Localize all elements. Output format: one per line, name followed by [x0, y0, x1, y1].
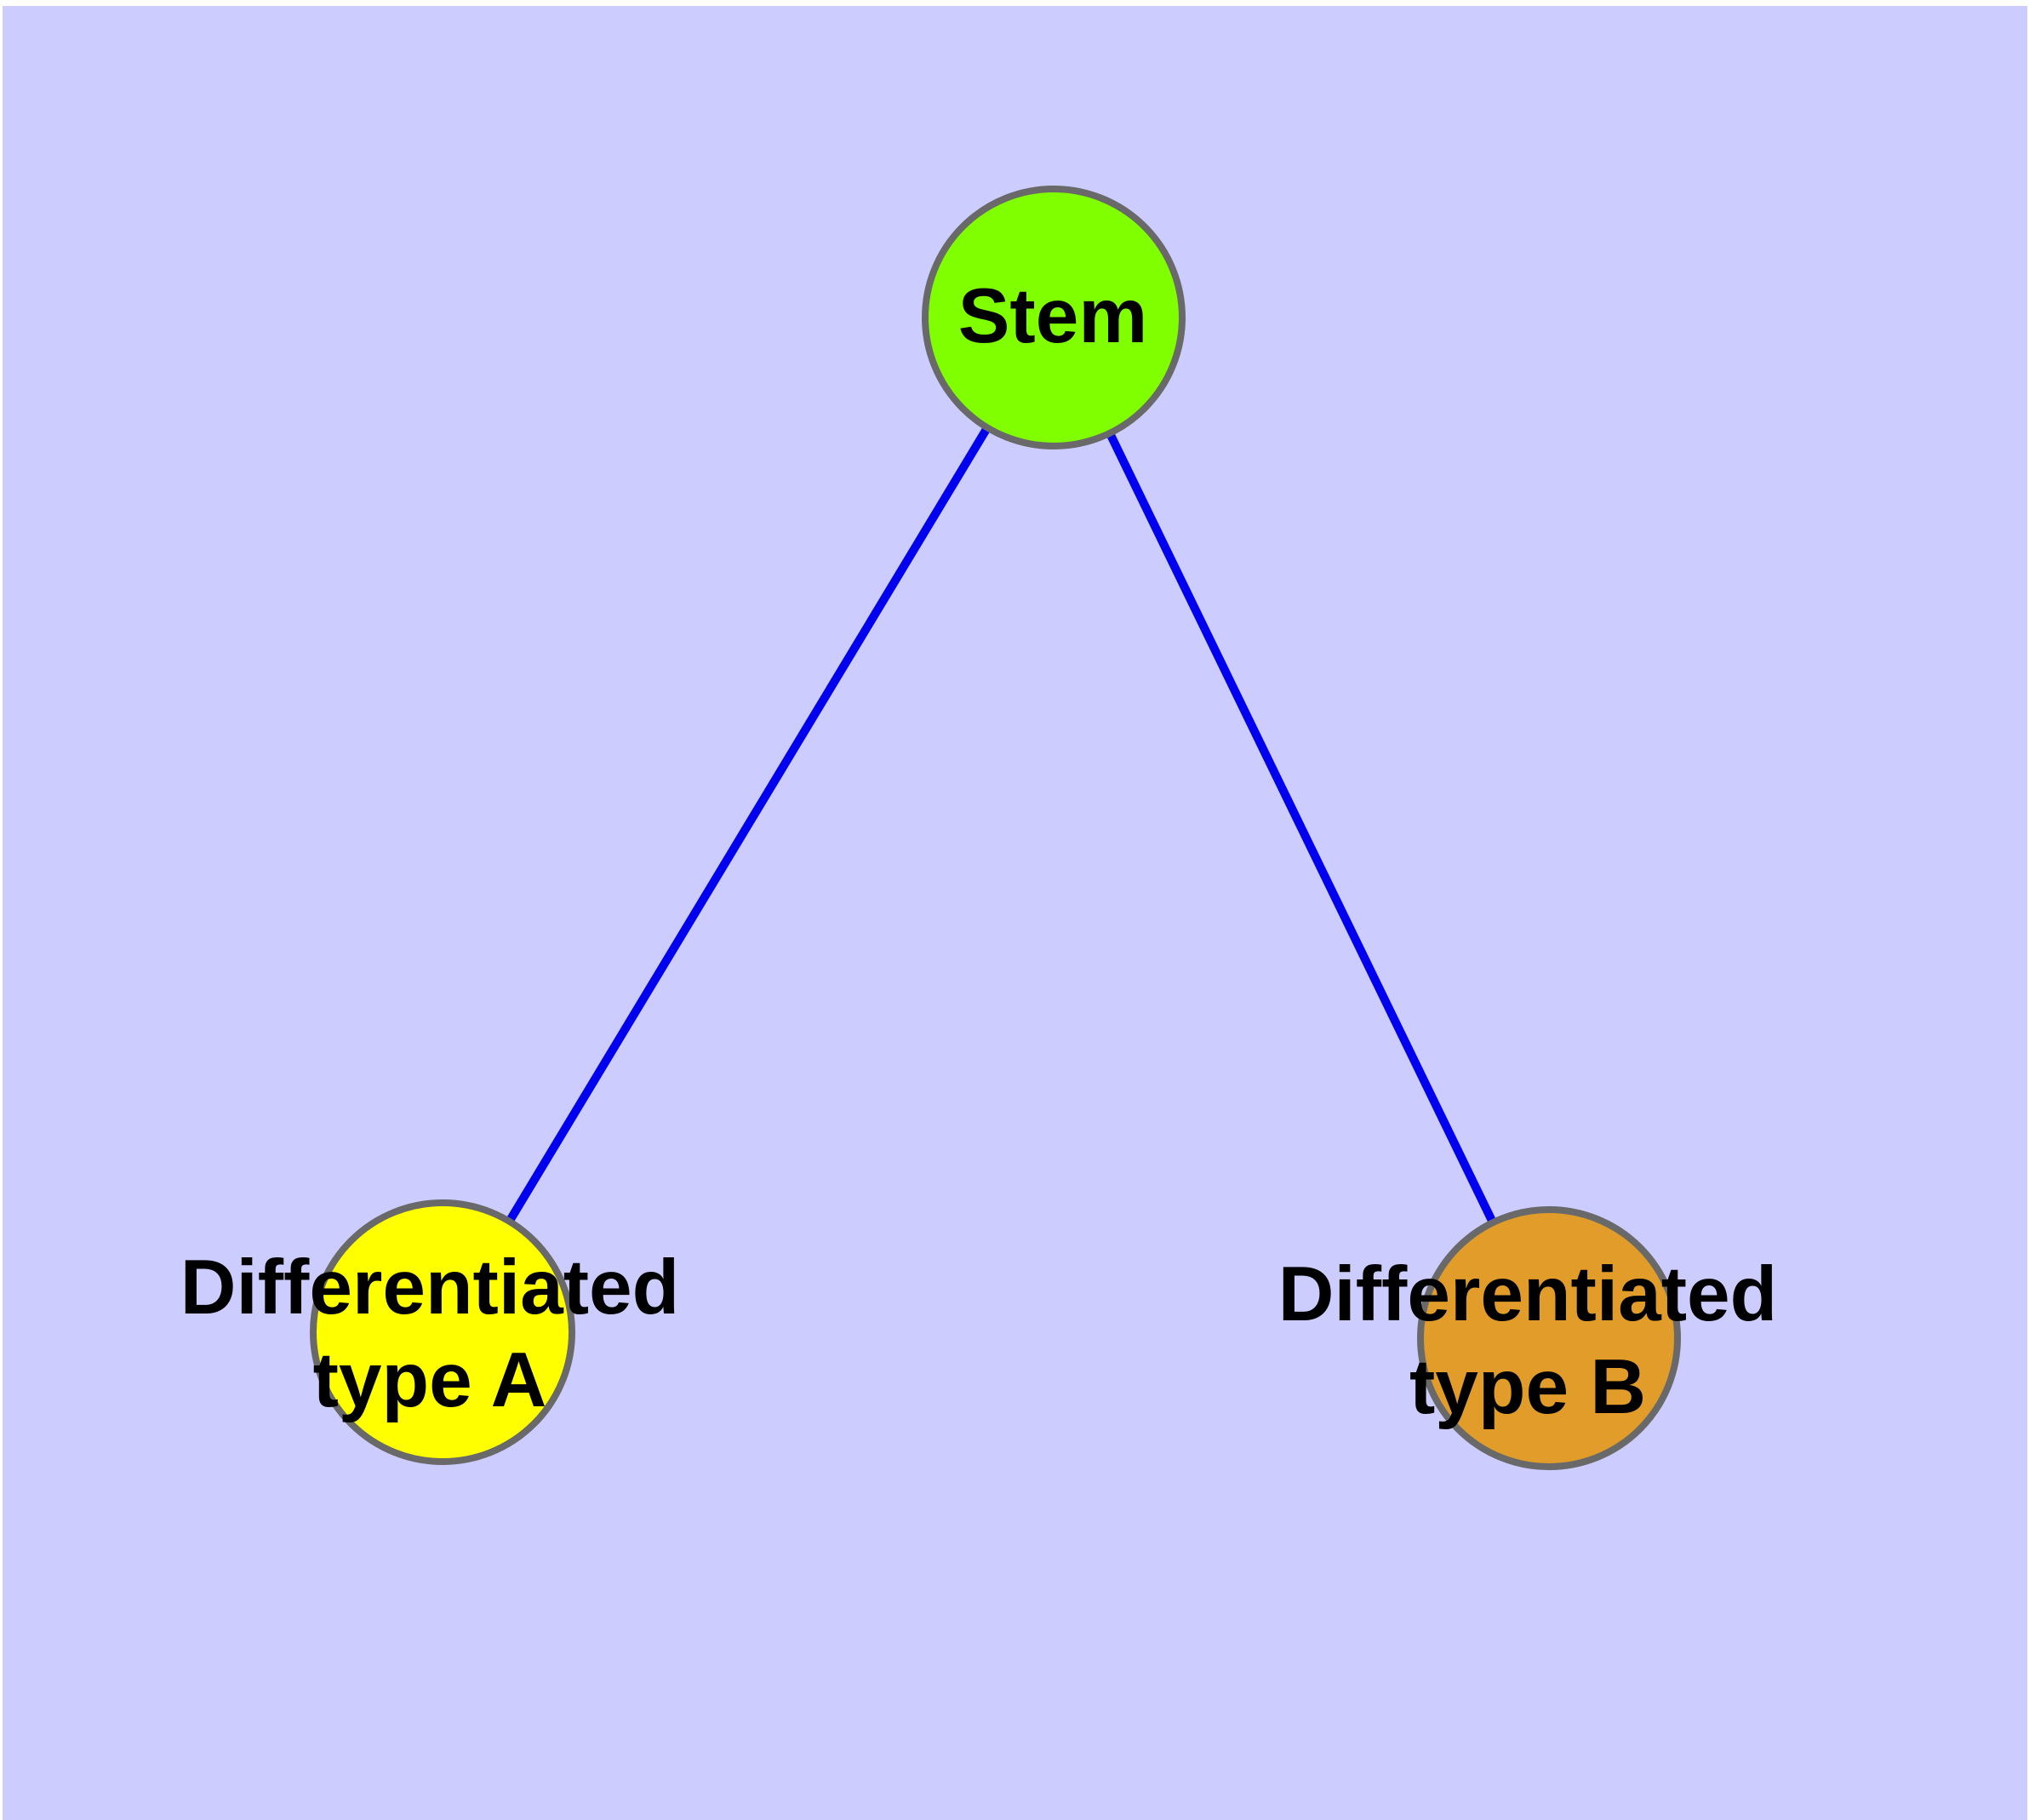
edge-stem-to-type-b — [1049, 315, 1553, 1341]
node-stem-label: Stem — [958, 270, 1148, 363]
node-type-a — [310, 1199, 575, 1465]
node-type-a-label: Differentiated type A — [180, 1241, 680, 1427]
node-type-b-label-line-1: Differentiated — [1277, 1251, 1778, 1337]
node-type-b-label: Differentiated type B — [1278, 1248, 1778, 1434]
node-type-a-label-line-1: Differentiated — [180, 1245, 680, 1331]
node-type-b — [1417, 1206, 1681, 1470]
node-stem — [922, 186, 1186, 449]
node-stem-label-line: Stem — [957, 273, 1148, 359]
node-type-b-label-line-2: type B — [1409, 1344, 1647, 1430]
edge-stem-to-type-a — [438, 315, 1058, 1335]
node-type-a-label-line-2: type A — [312, 1337, 547, 1423]
